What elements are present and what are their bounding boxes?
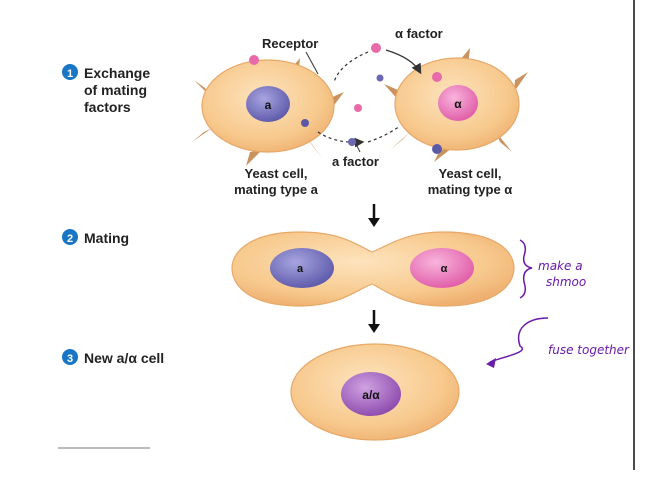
fused-nucleus [341, 372, 401, 416]
annotation-fuse: fuse together [548, 343, 630, 357]
handwritten-fuse-arrow [489, 317, 549, 363]
nucleus-alpha [438, 85, 478, 121]
step-1-label-line1: Exchange [84, 65, 150, 81]
cell-alpha-caption-line1: Yeast cell, [439, 166, 502, 181]
receptor-dot [249, 55, 259, 65]
step-1-number: 1 [67, 68, 73, 80]
alpha-factor-label: α factor [395, 26, 443, 41]
step-1-badge: 1 [62, 64, 78, 80]
mating-cells: a α [231, 231, 515, 307]
nucleus-alpha-label: α [454, 97, 462, 111]
step-3-badge: 3 [62, 349, 78, 365]
fused-cell: a/α [290, 343, 460, 441]
alpha-factor-path [333, 51, 369, 83]
mating-nucleus-alpha [410, 248, 474, 288]
receptor-pointer [305, 51, 319, 75]
step-1-label-line2: of mating [84, 82, 147, 98]
step-3-number: 3 [67, 353, 73, 365]
step-3-label: New a/α cell [84, 350, 164, 366]
mating-nucleus-a-label: a [297, 263, 304, 275]
alpha-factor-arrow [385, 49, 422, 75]
step-1-label-line3: factors [84, 99, 131, 115]
down-arrow-1 [368, 204, 380, 227]
alpha-factor-molecule [371, 43, 381, 53]
yeast-cell-alpha: α [384, 48, 528, 162]
yeast-cell-a: a [192, 55, 344, 166]
step-2-label: Mating [84, 230, 129, 246]
fused-nucleus-label: a/α [362, 388, 380, 402]
step-2-badge: 2 [62, 229, 78, 245]
down-arrow-2 [368, 310, 380, 333]
mating-nucleus-a [270, 248, 334, 288]
receptor-label: Receptor [262, 36, 318, 51]
handwritten-brace [519, 239, 533, 299]
a-factor-path [367, 125, 401, 143]
annotation-shmoo-line1: make a [538, 259, 583, 273]
a-factor-label: a factor [332, 154, 379, 169]
nucleus-a [246, 86, 290, 122]
a-factor-molecule [348, 138, 356, 146]
cell-alpha-caption-line2: mating type α [428, 182, 513, 197]
mating-nucleus-alpha-label: α [441, 263, 448, 275]
nucleus-a-label: a [265, 98, 272, 112]
cell-a-caption-line2: mating type a [234, 182, 319, 197]
annotation-shmoo-line2: shmoo [546, 275, 586, 289]
step-2-number: 2 [67, 233, 73, 245]
cell-a-caption-line1: Yeast cell, [245, 166, 308, 181]
